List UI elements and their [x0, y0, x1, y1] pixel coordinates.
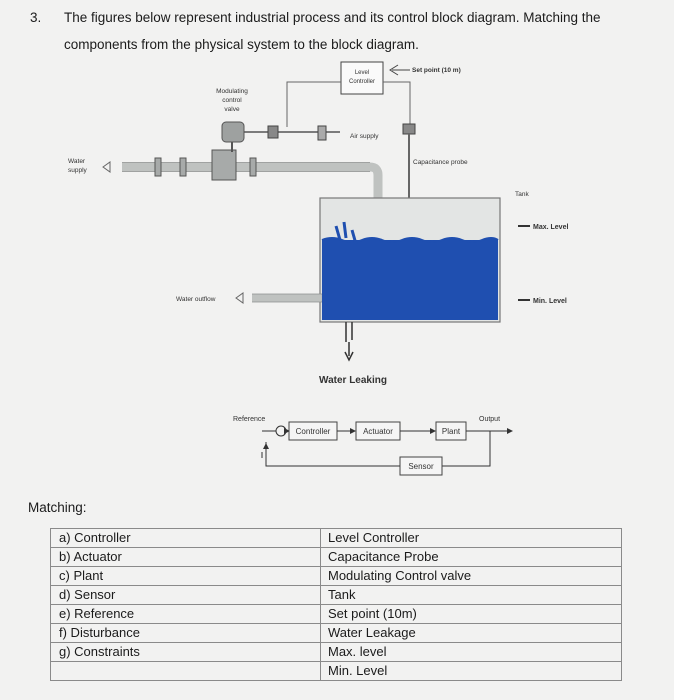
feedback-to-sensor-line — [442, 431, 491, 467]
matching-table: a) Controller Level Controller b) Actuat… — [50, 528, 622, 681]
pipe-flange-1 — [154, 157, 162, 177]
min-level-label: Min. Level — [533, 298, 567, 305]
set-point-arrow — [389, 64, 410, 76]
outflow-pipe-outline — [252, 293, 322, 303]
process-diagram: Level Controller Set point (10 m) Modula… — [68, 61, 568, 476]
question-number: 3. — [30, 10, 42, 25]
summing-junction — [275, 425, 287, 437]
capacitance-probe-label: Capacitance probe — [413, 159, 468, 166]
matching-right-item: Tank — [320, 585, 622, 605]
water-supply-label-2: supply — [68, 167, 88, 174]
max-level-label: Max. Level — [533, 224, 568, 231]
controller-to-valve-line — [286, 81, 341, 127]
output-label: Output — [479, 416, 500, 423]
table-row: b) Actuator Capacitance Probe — [50, 547, 622, 567]
controller-block-label: Controller — [296, 427, 331, 436]
matching-left-item: b) Actuator — [50, 547, 321, 567]
leak-arrow-icon — [344, 351, 354, 362]
question-text: The figures below represent industrial p… — [64, 10, 601, 52]
air-supply-label: Air supply — [350, 133, 379, 140]
level-controller-box — [340, 61, 384, 95]
table-row: d) Sensor Tank — [50, 585, 622, 605]
set-point-label: Set point (10 m) — [412, 67, 461, 74]
table-row: g) Constraints Max. level — [50, 642, 622, 662]
pipe-flange-2 — [179, 157, 187, 177]
water-supply-label-1: Water — [68, 158, 86, 165]
table-row: e) Reference Set point (10m) — [50, 604, 622, 624]
water-outflow-label: Water outflow — [176, 296, 216, 303]
matching-right-item: Set point (10m) — [320, 604, 622, 624]
level-controller-label-1: Level — [355, 70, 369, 76]
controller-to-probe-line — [383, 81, 411, 125]
table-row: c) Plant Modulating Control valve — [50, 566, 622, 586]
matching-left-item: c) Plant — [50, 566, 321, 586]
matching-right-item: Modulating Control valve — [320, 566, 622, 586]
water-supply-arrow-icon — [102, 161, 111, 173]
inflow-splash — [334, 221, 358, 245]
level-controller-label-2: Controller — [349, 79, 375, 85]
table-row: f) Disturbance Water Leakage — [50, 623, 622, 643]
matching-right-item: Level Controller — [320, 528, 622, 548]
actuator-block-label: Actuator — [363, 427, 393, 436]
plant-block-label: Plant — [442, 427, 461, 436]
valve-actuator-head — [221, 121, 245, 143]
air-regulator — [317, 125, 327, 141]
valve-label-2: control — [222, 97, 242, 104]
table-row: Min. Level — [50, 661, 622, 681]
matching-title: Matching: — [28, 500, 87, 515]
tank-water — [322, 240, 498, 320]
matching-left-item: g) Constraints — [50, 642, 321, 662]
supply-pipe — [122, 162, 383, 200]
matching-right-item: Water Leakage — [320, 623, 622, 643]
water-leaking-label: Water Leaking — [319, 375, 387, 386]
matching-left-item: d) Sensor — [50, 585, 321, 605]
matching-right-item: Max. level — [320, 642, 622, 662]
matching-left-item: a) Controller — [50, 528, 321, 548]
matching-right-item: Capacitance Probe — [320, 547, 622, 567]
tank-label: Tank — [515, 191, 529, 198]
table-row: a) Controller Level Controller — [50, 528, 622, 548]
outflow-arrow-icon — [235, 292, 244, 304]
sensor-feedback-line — [265, 442, 400, 467]
capacitance-probe-head — [402, 123, 416, 135]
matching-left-item: f) Disturbance — [50, 623, 321, 643]
sensor-block-label: Sensor — [408, 462, 434, 471]
valve-body — [211, 149, 237, 181]
water-surface — [321, 237, 499, 243]
matching-left-item: e) Reference — [50, 604, 321, 624]
matching-right-item: Min. Level — [320, 661, 622, 681]
matching-left-item — [50, 661, 321, 681]
supply-pipe-outline — [122, 162, 370, 172]
air-filter — [267, 125, 279, 139]
valve-label-1: Modulating — [216, 88, 248, 95]
reference-label: Reference — [233, 416, 265, 423]
valve-label-3: valve — [224, 106, 240, 113]
leak-drip — [345, 322, 353, 356]
pipe-flange-3 — [249, 157, 257, 177]
